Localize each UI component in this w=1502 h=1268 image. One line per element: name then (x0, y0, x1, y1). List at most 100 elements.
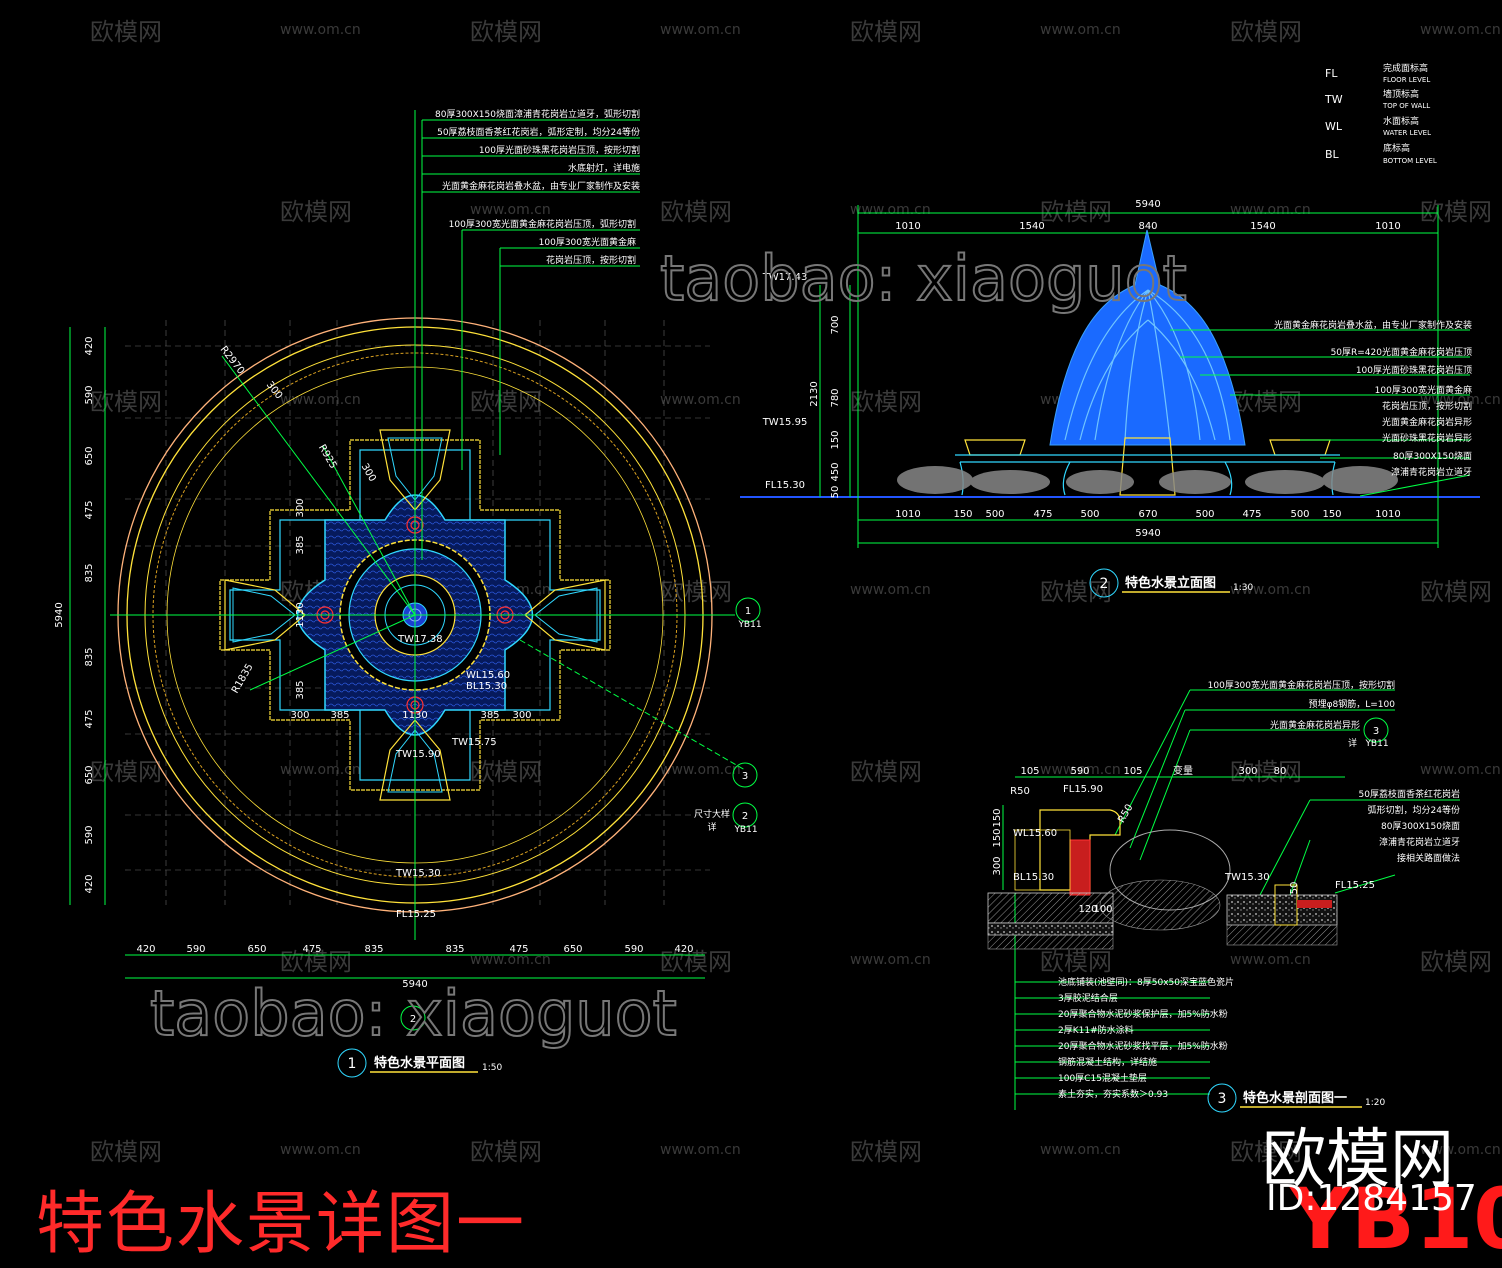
sec-dim-top: 300 (1238, 766, 1257, 777)
plan-level-label: TW15.90 (395, 749, 441, 760)
watermark-brand: 欧模网 (280, 948, 352, 976)
watermark-brand: 欧模网 (850, 388, 922, 416)
watermark-site: www.om.cn (660, 392, 741, 408)
plan-level-label: BL15.30 (466, 681, 507, 692)
plan-inner-dim: 300 (512, 710, 531, 721)
elev-note: 漳浦青花岗岩立道牙 (1391, 466, 1472, 478)
legend-cn-tw: 墙顶标高 (1383, 88, 1419, 100)
watermark-brand: 欧模网 (470, 758, 542, 786)
watermark-brand: 欧模网 (90, 758, 162, 786)
elev-dim-bottom: 500 (1290, 509, 1309, 520)
plan-dim-left: 590 (84, 825, 95, 844)
elev-dim-bottom: 475 (1033, 509, 1052, 520)
plan-inner-dim: 385 (330, 710, 349, 721)
plan-dim-left: 590 (84, 385, 95, 404)
plan-note: 80厚300X150烧面漳浦青花岗岩立道牙，弧形切割 (435, 108, 640, 120)
plan-dim-bottom: 590 (186, 944, 205, 955)
sec-dim-top: 变量 (1173, 764, 1193, 777)
elev-dim-bottom: 500 (1195, 509, 1214, 520)
watermark-site: www.om.cn (280, 392, 361, 408)
watermark-layer: 欧模网 www.om.cn 欧模网 www.om.cn 欧模网 www.om.cn 欧模网 w… (90, 18, 1501, 1166)
sec-note-bottom: 池底铺装(池壁同)：8厚50x50深宝蓝色瓷片 (1058, 976, 1234, 988)
watermark-brand: 欧模网 (1230, 18, 1302, 46)
watermark-brand: 欧模网 (1040, 198, 1112, 226)
sec-note-right: 80厚300X150烧面 (1381, 820, 1460, 832)
elev-dim-bottom: 150 (953, 509, 972, 520)
plan-vert-inner: 385 (295, 535, 306, 554)
level-legend: FL 完成面标高 FLOOR LEVEL TW 墙顶标高 TOP OF WALL… (1324, 62, 1437, 165)
sec-note-top: 预埋φ8钢筋，L=100 (1309, 698, 1396, 710)
callout-ref: YB11 (733, 825, 757, 835)
watermark-brand: 欧模网 (850, 1138, 922, 1166)
fountain-water (1049, 229, 1246, 446)
sheet-number: YB10 (1290, 1170, 1502, 1268)
elev-note: 80厚300X150烧面 (1393, 450, 1472, 462)
elev-total-bottom: 5940 (1135, 528, 1160, 539)
sec-title: 特色水景剖面图一 (1243, 1090, 1347, 1106)
elev-dim-top: 1540 (1019, 221, 1044, 232)
plan-level-label: TW17.38 (397, 634, 443, 645)
callout-note: 尺寸大样 (694, 808, 730, 820)
sec-level: WL15.60 (1013, 828, 1057, 839)
sec-callout-number: 3 (1373, 726, 1379, 737)
watermark-site: www.om.cn (660, 1142, 741, 1158)
callout-number: 2 (410, 1014, 416, 1025)
section-view (987, 689, 1460, 1110)
legend-code-tw: TW (1324, 93, 1343, 106)
watermark-brand: 欧模网 (90, 388, 162, 416)
legend-code-fl: FL (1325, 67, 1338, 80)
sec-level: BL15.30 (1013, 872, 1054, 883)
watermark-brand: 欧模网 (470, 388, 542, 416)
sec-note-right: 弧形切割，均分24等份 (1368, 804, 1460, 816)
elev-total-top: 5940 (1135, 199, 1160, 210)
sec-dim-top: 590 (1070, 766, 1089, 777)
legend-cn-wl: 水面标高 (1383, 115, 1419, 127)
elev-scale: 1:30 (1233, 583, 1253, 593)
watermark-site: www.om.cn (660, 22, 741, 38)
plan-dim-left: 420 (84, 874, 95, 893)
sec-dim-misc: R50 (1010, 786, 1030, 797)
legend-en-fl: FLOOR LEVEL (1383, 76, 1430, 84)
plan-dim-left: 420 (84, 336, 95, 355)
watermark-site: www.om.cn (660, 762, 741, 778)
plan-dim-bottom: 650 (247, 944, 266, 955)
watermark-site: www.om.cn (1420, 392, 1501, 408)
watermark-site: www.om.cn (470, 202, 551, 218)
watermark-site: www.om.cn (280, 762, 361, 778)
sec-dim-top: 105 (1123, 766, 1142, 777)
elev-dim-height: 450 (830, 462, 841, 481)
plan-note: 花岗岩压顶，按形切割 (546, 254, 636, 266)
elev-dim-top: 1010 (895, 221, 920, 232)
watermark-brand: 欧模网 (850, 758, 922, 786)
sec-dim-left: 150 (992, 828, 1003, 847)
watermark-brand: 欧模网 (470, 18, 542, 46)
elevation-notes: 光面黄金麻花岗岩叠水盆，由专业厂家制作及安装 50厚R=420光面黄金麻花岗岩压… (1274, 319, 1472, 478)
shop-watermark: taobao: xiaoguot (660, 242, 1187, 315)
plan-level-label: WL15.60 (466, 670, 510, 681)
watermark-brand: 欧模网 (1420, 948, 1492, 976)
watermark-site: www.om.cn (1420, 1142, 1501, 1158)
elev-dim-top: 1540 (1250, 221, 1275, 232)
plan-note: 100厚光面砂珠黑花岗岩压顶，按形切割 (479, 144, 640, 156)
elev-dim-bottom: 670 (1138, 509, 1157, 520)
watermark-site: www.om.cn (280, 22, 361, 38)
sec-note-bottom: 3厚胶泥结合层 (1058, 992, 1118, 1004)
plan-note: 水底射灯，详电施 (568, 162, 640, 174)
sec-callout-ref: YB11 (1364, 739, 1388, 749)
plan-note: 50厚荔枝面香茶红花岗岩，弧形定制，均分24等份 (437, 126, 640, 138)
watermark-site: www.om.cn (850, 952, 931, 968)
plan-dim-left: 650 (84, 765, 95, 784)
elevation-title: 2 特色水景立面图 1:30 (1089, 568, 1253, 598)
watermark-brand: 欧模网 (850, 18, 922, 46)
watermark-site: www.om.cn (850, 202, 931, 218)
plan-inner-dim: 300 (290, 710, 309, 721)
plan-level-label: TW15.75 (451, 737, 497, 748)
plan-level-label: FL15.25 (396, 909, 436, 920)
plan-inner-dim: 385 (480, 710, 499, 721)
elev-level: TW15.95 (762, 417, 808, 428)
legend-en-wl: WATER LEVEL (1383, 129, 1431, 137)
plan-note: 100厚300宽光面黄金麻 (539, 236, 636, 248)
plan-note: 100厚300宽光面黄金麻花岗岩压顶，弧形切割 (449, 218, 636, 230)
plan-vert-inner: 300 (295, 498, 306, 517)
plan-vert-inner: 1130 (295, 602, 306, 627)
